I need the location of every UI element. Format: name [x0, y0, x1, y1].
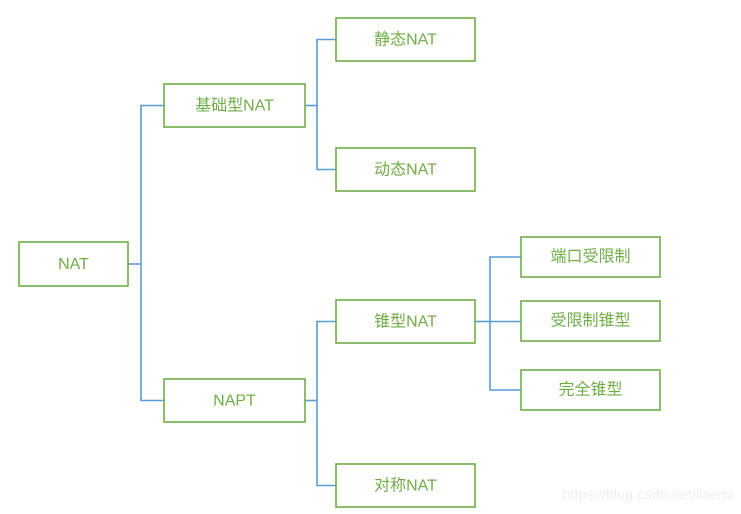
- node-box-nat[interactable]: [18, 241, 129, 287]
- node-box-cone-nat[interactable]: [335, 299, 476, 344]
- edge-nat-to-napt: [140, 264, 164, 402]
- node-box-dynamic-nat[interactable]: [335, 147, 476, 192]
- node-label-cone-nat: 锥型NAT: [374, 313, 437, 331]
- node-label-nat: NAT: [58, 256, 89, 273]
- node-static-nat[interactable]: 静态NAT: [335, 17, 476, 62]
- edge-napt-to-symmetric-nat: [316, 400, 336, 487]
- node-box-napt[interactable]: [163, 378, 306, 423]
- edge-nat-to-basic-nat: [140, 104, 164, 264]
- node-restricted-cone[interactable]: 受限制锥型: [520, 300, 661, 342]
- node-box-basic-nat[interactable]: [163, 83, 306, 128]
- connector-layer: [128, 38, 521, 487]
- node-symmetric-nat[interactable]: 对称NAT: [335, 463, 476, 508]
- node-port-restricted[interactable]: 端口受限制: [520, 236, 661, 278]
- node-full-cone[interactable]: 完全锥型: [520, 369, 661, 411]
- node-label-napt: NAPT: [213, 393, 256, 410]
- node-dynamic-nat[interactable]: 动态NAT: [335, 147, 476, 192]
- node-box-static-nat[interactable]: [335, 17, 476, 62]
- node-napt[interactable]: NAPT: [163, 378, 306, 423]
- node-box-symmetric-nat[interactable]: [335, 463, 476, 508]
- node-label-dynamic-nat: 动态NAT: [374, 161, 437, 179]
- node-label-basic-nat: 基础型NAT: [195, 97, 274, 115]
- node-label-restricted-cone: 受限制锥型: [550, 312, 630, 330]
- node-label-symmetric-nat: 对称NAT: [374, 477, 437, 495]
- node-cone-nat[interactable]: 锥型NAT: [335, 299, 476, 344]
- watermark-text: https://blog.csdn.net/lisemi: [562, 486, 733, 502]
- node-label-static-nat: 静态NAT: [374, 31, 437, 49]
- node-basic-nat[interactable]: 基础型NAT: [163, 83, 306, 128]
- node-nat[interactable]: NAT: [18, 241, 129, 287]
- node-layer: NAT 基础型NAT NAPT 静态NAT 动态NAT 锥型NAT: [18, 17, 661, 508]
- edge-basic-nat-to-static-nat: [316, 38, 336, 106]
- node-label-full-cone: 完全锥型: [558, 381, 622, 399]
- node-label-port-restricted: 端口受限制: [550, 248, 630, 266]
- edge-cone-nat-to-port-restricted: [489, 256, 521, 322]
- edge-cone-nat-to-full-cone: [489, 321, 521, 391]
- node-box-port-restricted[interactable]: [520, 236, 661, 278]
- node-box-restricted-cone[interactable]: [520, 300, 661, 342]
- edge-napt-to-cone-nat: [316, 320, 336, 401]
- node-box-full-cone[interactable]: [520, 369, 661, 411]
- edge-basic-nat-to-dynamic-nat: [316, 105, 336, 171]
